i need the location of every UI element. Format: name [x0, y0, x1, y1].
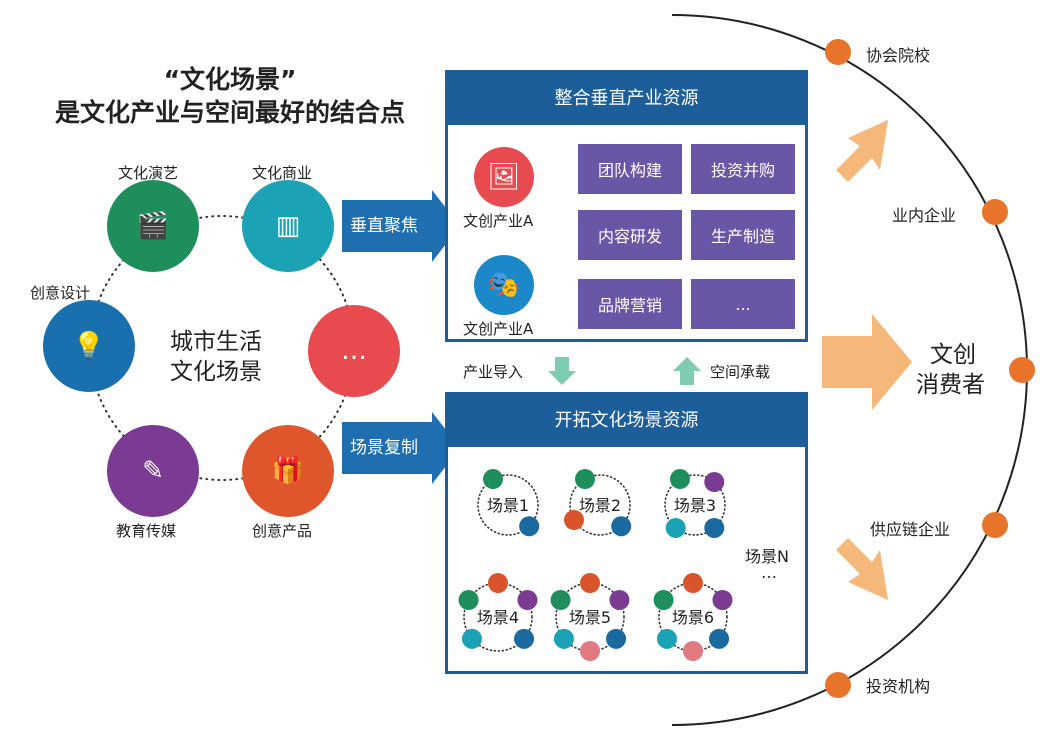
clapperboard-icon	[550, 590, 571, 610]
scene-5: 场景5	[550, 573, 630, 661]
scene-n-label: 场景N	[745, 547, 789, 566]
product-icon	[580, 641, 600, 661]
consumer-dot	[1009, 357, 1035, 383]
title-line2: 是文化产业与空间最好的结合点	[54, 98, 405, 127]
pencil-icon	[517, 590, 538, 610]
node-label-performing-arts: 文化演艺	[118, 164, 179, 182]
pencil-icon	[704, 472, 725, 493]
tile-team: 团队构建	[578, 144, 682, 194]
books-icon: ▥	[242, 180, 334, 272]
tile-brand: 品牌营销	[578, 279, 682, 329]
panel-title: 开拓文化场景资源	[448, 395, 805, 447]
ellipsis-icon: …	[308, 305, 400, 397]
scene-2: 场景2	[564, 469, 632, 537]
pencil-icon: ✎	[107, 425, 199, 517]
scene-label: 场景3	[674, 496, 716, 515]
ring-center-line1: 城市生活	[170, 329, 262, 355]
clapperboard-icon	[458, 590, 479, 610]
pencil-icon	[712, 590, 733, 610]
stakeholder-label: 投资机构	[866, 677, 931, 696]
lightbulb-icon: 💡	[43, 300, 135, 392]
lightbulb-icon	[683, 573, 703, 593]
stakeholder-dot	[982, 512, 1008, 538]
inward-arrow-top	[836, 120, 888, 182]
clapperboard-icon	[653, 590, 674, 610]
scene-label: 场景6	[672, 608, 714, 627]
ring-center-line2: 文化场景	[170, 359, 262, 385]
industry-import-label: 产业导入	[463, 363, 524, 381]
lightbulb-icon	[580, 573, 600, 593]
scene-label: 场景4	[477, 608, 519, 627]
panel-title: 整合垂直产业资源	[448, 73, 805, 125]
scene-label: 场景1	[487, 496, 529, 515]
vertical-resources-panel: 整合垂直产业资源 🖼 文创产业A 🎭 文创产业A 团队构建 投资并购 内容研发 …	[445, 70, 808, 342]
pencil-icon	[609, 590, 630, 610]
scene-label: 场景5	[569, 608, 611, 627]
clapperboard-icon	[483, 469, 503, 490]
stakeholder-label: 业内企业	[892, 206, 957, 225]
gift-card-icon	[606, 628, 627, 649]
books-icon	[665, 517, 686, 538]
gift-card-icon: 🎁	[242, 425, 334, 517]
painting-icon: 🖼	[474, 147, 534, 207]
books-icon	[656, 628, 677, 649]
clapperboard-icon	[575, 469, 595, 490]
tile-more: ...	[691, 279, 795, 329]
space-carry-label: 空间承载	[710, 363, 771, 381]
scene-4: 场景4	[458, 573, 538, 652]
scene-label: 场景2	[579, 496, 621, 515]
tile-production: 生产制造	[691, 210, 795, 260]
scene-resources-panel: 开拓文化场景资源 场景1 场景2 场景3 场景4 场景5 场景6 场景N …	[445, 392, 808, 674]
consumer-arrow	[822, 314, 912, 410]
gift-card-icon	[709, 628, 730, 649]
gift-card-icon	[704, 517, 725, 538]
product-icon	[683, 641, 703, 661]
stakeholder-label: 供应链企业	[870, 520, 951, 539]
node-label-education: 教育传媒	[116, 522, 177, 540]
stakeholder-dot	[982, 199, 1008, 225]
stakeholder-label: 协会院校	[866, 46, 931, 65]
industry-label: 文创产业A	[463, 212, 534, 230]
inward-arrow-bottom	[836, 538, 888, 600]
clapperboard-icon	[670, 469, 690, 490]
title-line1: “文化场景”	[163, 65, 297, 94]
node-label-commerce: 文化商业	[252, 164, 313, 182]
lightbulb-icon	[488, 573, 508, 593]
stakeholder-dot	[825, 39, 851, 65]
down-arrow-icon	[548, 357, 576, 385]
lightbulb-icon	[564, 510, 585, 530]
tile-content: 内容研发	[578, 210, 682, 260]
node-label-design: 创意设计	[30, 284, 91, 302]
gift-card-icon	[514, 628, 535, 649]
consumer-line1: 文创	[930, 342, 976, 368]
scene-1: 场景1	[477, 469, 540, 537]
gift-card-icon	[611, 516, 632, 537]
node-label-products: 创意产品	[252, 522, 313, 540]
scene-n-dots: …	[761, 563, 777, 582]
industry-label: 文创产业A	[463, 320, 534, 338]
tile-investment: 投资并购	[691, 144, 795, 194]
clapperboard-icon: 🎬	[107, 180, 199, 272]
books-icon	[461, 628, 482, 649]
theater-masks-icon: 🎭	[474, 255, 534, 315]
scene-6: 场景6	[653, 573, 733, 661]
scene-3: 场景3	[664, 469, 726, 538]
scenes-graphic: 场景1 场景2 场景3 场景4 场景5 场景6	[458, 469, 733, 661]
books-icon	[553, 628, 574, 649]
stakeholder-dot	[825, 672, 851, 698]
up-arrow-icon	[673, 357, 701, 385]
consumer-line2: 消费者	[916, 372, 985, 398]
gift-card-icon	[519, 516, 540, 537]
